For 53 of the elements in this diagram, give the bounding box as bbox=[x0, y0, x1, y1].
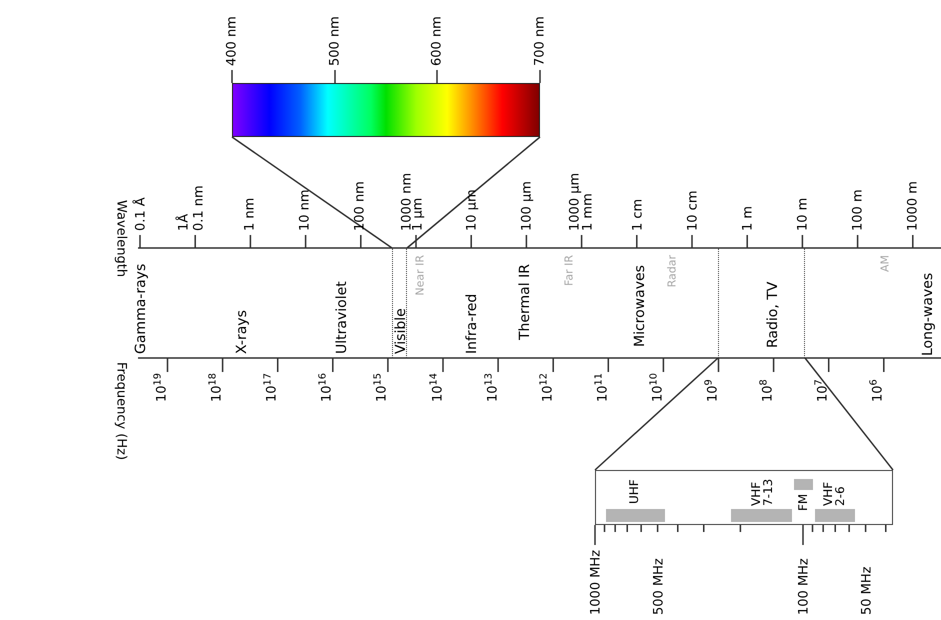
wavelength-label: 10 cm bbox=[686, 190, 700, 231]
connector-line bbox=[804, 358, 894, 470]
band-region bbox=[718, 248, 805, 358]
region-label: X-rays bbox=[235, 310, 249, 354]
frequency-label: 50 MHz bbox=[860, 566, 874, 615]
axis-title: Frequency (Hz) bbox=[114, 362, 128, 460]
band-label: FM bbox=[797, 494, 809, 511]
wavelength-label: 100 nm bbox=[354, 181, 366, 231]
wavelength-label: 0.1 nm bbox=[192, 185, 206, 231]
sub-region-label: Radar bbox=[666, 255, 678, 288]
region-label: Microwaves bbox=[633, 265, 647, 347]
connector-line bbox=[232, 136, 392, 249]
wavelength-label: 1Å bbox=[178, 214, 190, 231]
band-label: VHF 7-13 bbox=[750, 478, 774, 506]
wavelength-label: 1 m bbox=[742, 206, 754, 231]
sub-region-label: Far IR bbox=[564, 255, 574, 286]
wavelength-label: 600 nm bbox=[430, 16, 444, 66]
region-label: Thermal IR bbox=[518, 264, 532, 340]
region-label: Radio, TV bbox=[766, 282, 780, 348]
region-label: Gamma-rays bbox=[134, 264, 148, 354]
region-label: Long-waves bbox=[921, 272, 935, 356]
wavelength-label: 10 µm bbox=[466, 189, 478, 231]
frequency-label: 500 MHz bbox=[652, 558, 666, 615]
wavelength-label: 400 nm bbox=[226, 16, 238, 66]
wavelength-label: 10 m bbox=[796, 198, 810, 231]
connector-line bbox=[594, 357, 718, 471]
wavelength-label: 100 µm bbox=[520, 181, 534, 231]
wavelength-label: 0.1 Å bbox=[134, 197, 148, 231]
wavelength-label: 1 µm bbox=[412, 198, 424, 231]
wavelength-label: 1 nm bbox=[244, 198, 256, 231]
wavelength-label: 1000 m bbox=[906, 181, 920, 231]
frequency-label: 100 MHz bbox=[798, 558, 810, 615]
region-label: Infra-red bbox=[465, 294, 479, 354]
sub-region-label: Near IR bbox=[414, 255, 426, 296]
wavelength-label: 500 nm bbox=[328, 16, 342, 66]
wavelength-label: 1000 nm bbox=[400, 172, 414, 231]
sub-region-label: AM bbox=[880, 255, 890, 272]
frequency-label: 1000 MHz bbox=[590, 550, 602, 615]
region-label: Ultraviolet bbox=[335, 281, 349, 354]
wavelength-label: 100 m bbox=[852, 189, 864, 231]
axis-title: Wavelength bbox=[114, 200, 128, 278]
wavelength-label: 1000 µm bbox=[568, 172, 582, 231]
band-region bbox=[392, 248, 407, 358]
wavelength-label: 1 mm bbox=[582, 193, 594, 231]
band-label: VHF 2-6 bbox=[822, 480, 846, 506]
band-label: UHF bbox=[628, 479, 640, 504]
wavelength-label: 10 nm bbox=[298, 189, 312, 231]
connector-line bbox=[406, 136, 540, 249]
wavelength-label: 700 nm bbox=[534, 16, 546, 66]
region-label: Visible bbox=[394, 308, 408, 354]
visible-spectrum-bar bbox=[232, 83, 540, 137]
inset-box bbox=[595, 470, 893, 525]
wavelength-label: 1 cm bbox=[632, 198, 644, 231]
